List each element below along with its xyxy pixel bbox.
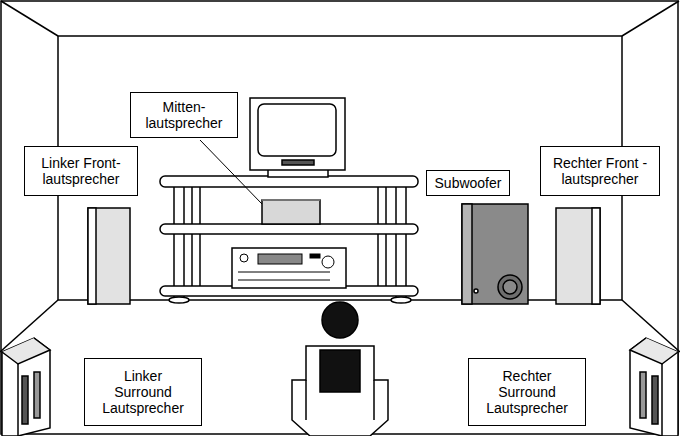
label-box: Rechter Front -lautsprecher (540, 146, 660, 196)
tv-rack-part (169, 297, 189, 303)
subwoofer-box (462, 204, 528, 304)
front-speakers (88, 208, 600, 304)
listener-part (305, 380, 307, 420)
speaker-label: Mitten- lautsprecher (135, 99, 233, 131)
front-speakers-part (556, 208, 600, 304)
front-speakers-part (592, 208, 600, 304)
subwoofer-box-part (498, 275, 522, 299)
receiver (232, 248, 346, 288)
speaker-label: Linker Surround Lautsprecher (99, 368, 187, 416)
receiver-part (238, 272, 330, 273)
label-box: Subwoofer (426, 170, 510, 196)
room-outline-part (622, 1, 679, 36)
label-box: Mitten- lautsprecher (130, 92, 238, 138)
speaker-label: Rechter Surround Lautsprecher (483, 368, 571, 416)
receiver-part (238, 280, 330, 281)
receiver-part (322, 256, 334, 268)
room-outline-part (58, 36, 622, 300)
surround-speakers (2, 338, 678, 436)
television (250, 98, 345, 177)
television-part (250, 98, 345, 170)
television-part (258, 104, 336, 156)
surround-speakers-part (652, 376, 658, 424)
center-speaker-part (262, 200, 320, 224)
subwoofer-box-part (462, 204, 472, 304)
label-box: Linker Front- lautsprecher (24, 146, 138, 196)
center-speaker-part (262, 199, 320, 201)
speaker-label: Linker Front- lautsprecher (29, 155, 133, 187)
listener-part (322, 302, 358, 338)
listener (292, 302, 388, 436)
surround-speakers-part (630, 338, 678, 436)
tv-rack-part (396, 186, 406, 298)
surround-speakers-part (34, 372, 40, 418)
tv-rack (160, 176, 418, 303)
receiver-part (258, 254, 302, 264)
subwoofer-box-part (474, 289, 478, 293)
tv-rack-part (174, 186, 184, 298)
speaker-label: Rechter Front -lautsprecher (545, 155, 655, 187)
speaker-label: Subwoofer (431, 175, 505, 191)
surround-speakers-part (22, 376, 28, 424)
surround-speakers-part (2, 338, 50, 364)
receiver-part (232, 248, 346, 288)
surround-speakers-part (17, 364, 19, 436)
listener-part (373, 380, 375, 420)
center-speaker (262, 200, 320, 224)
label-box: Linker Surround Lautsprecher (84, 358, 202, 426)
tv-rack-part (160, 224, 418, 234)
listener-part (320, 350, 360, 392)
front-speakers-part (88, 208, 96, 304)
listener-part (292, 346, 388, 436)
surround-speakers-part (2, 338, 50, 436)
leader-line-part (200, 140, 262, 204)
tv-rack-part (391, 297, 411, 303)
label-box: Rechter Surround Lautsprecher (468, 358, 586, 426)
receiver-part (240, 254, 248, 262)
front-speakers-part (88, 208, 130, 304)
subwoofer-box-part (503, 280, 517, 294)
television-part (282, 160, 314, 165)
surround-speakers-part (661, 364, 663, 436)
tv-rack-part (378, 184, 386, 288)
leader-line (200, 140, 262, 204)
tv-rack-part (192, 184, 200, 288)
surround-speakers-part (630, 338, 678, 364)
room-outline-part (1, 1, 58, 36)
surround-speakers-part (640, 372, 646, 418)
receiver-part (310, 254, 320, 258)
subwoofer-box-part (462, 204, 528, 304)
